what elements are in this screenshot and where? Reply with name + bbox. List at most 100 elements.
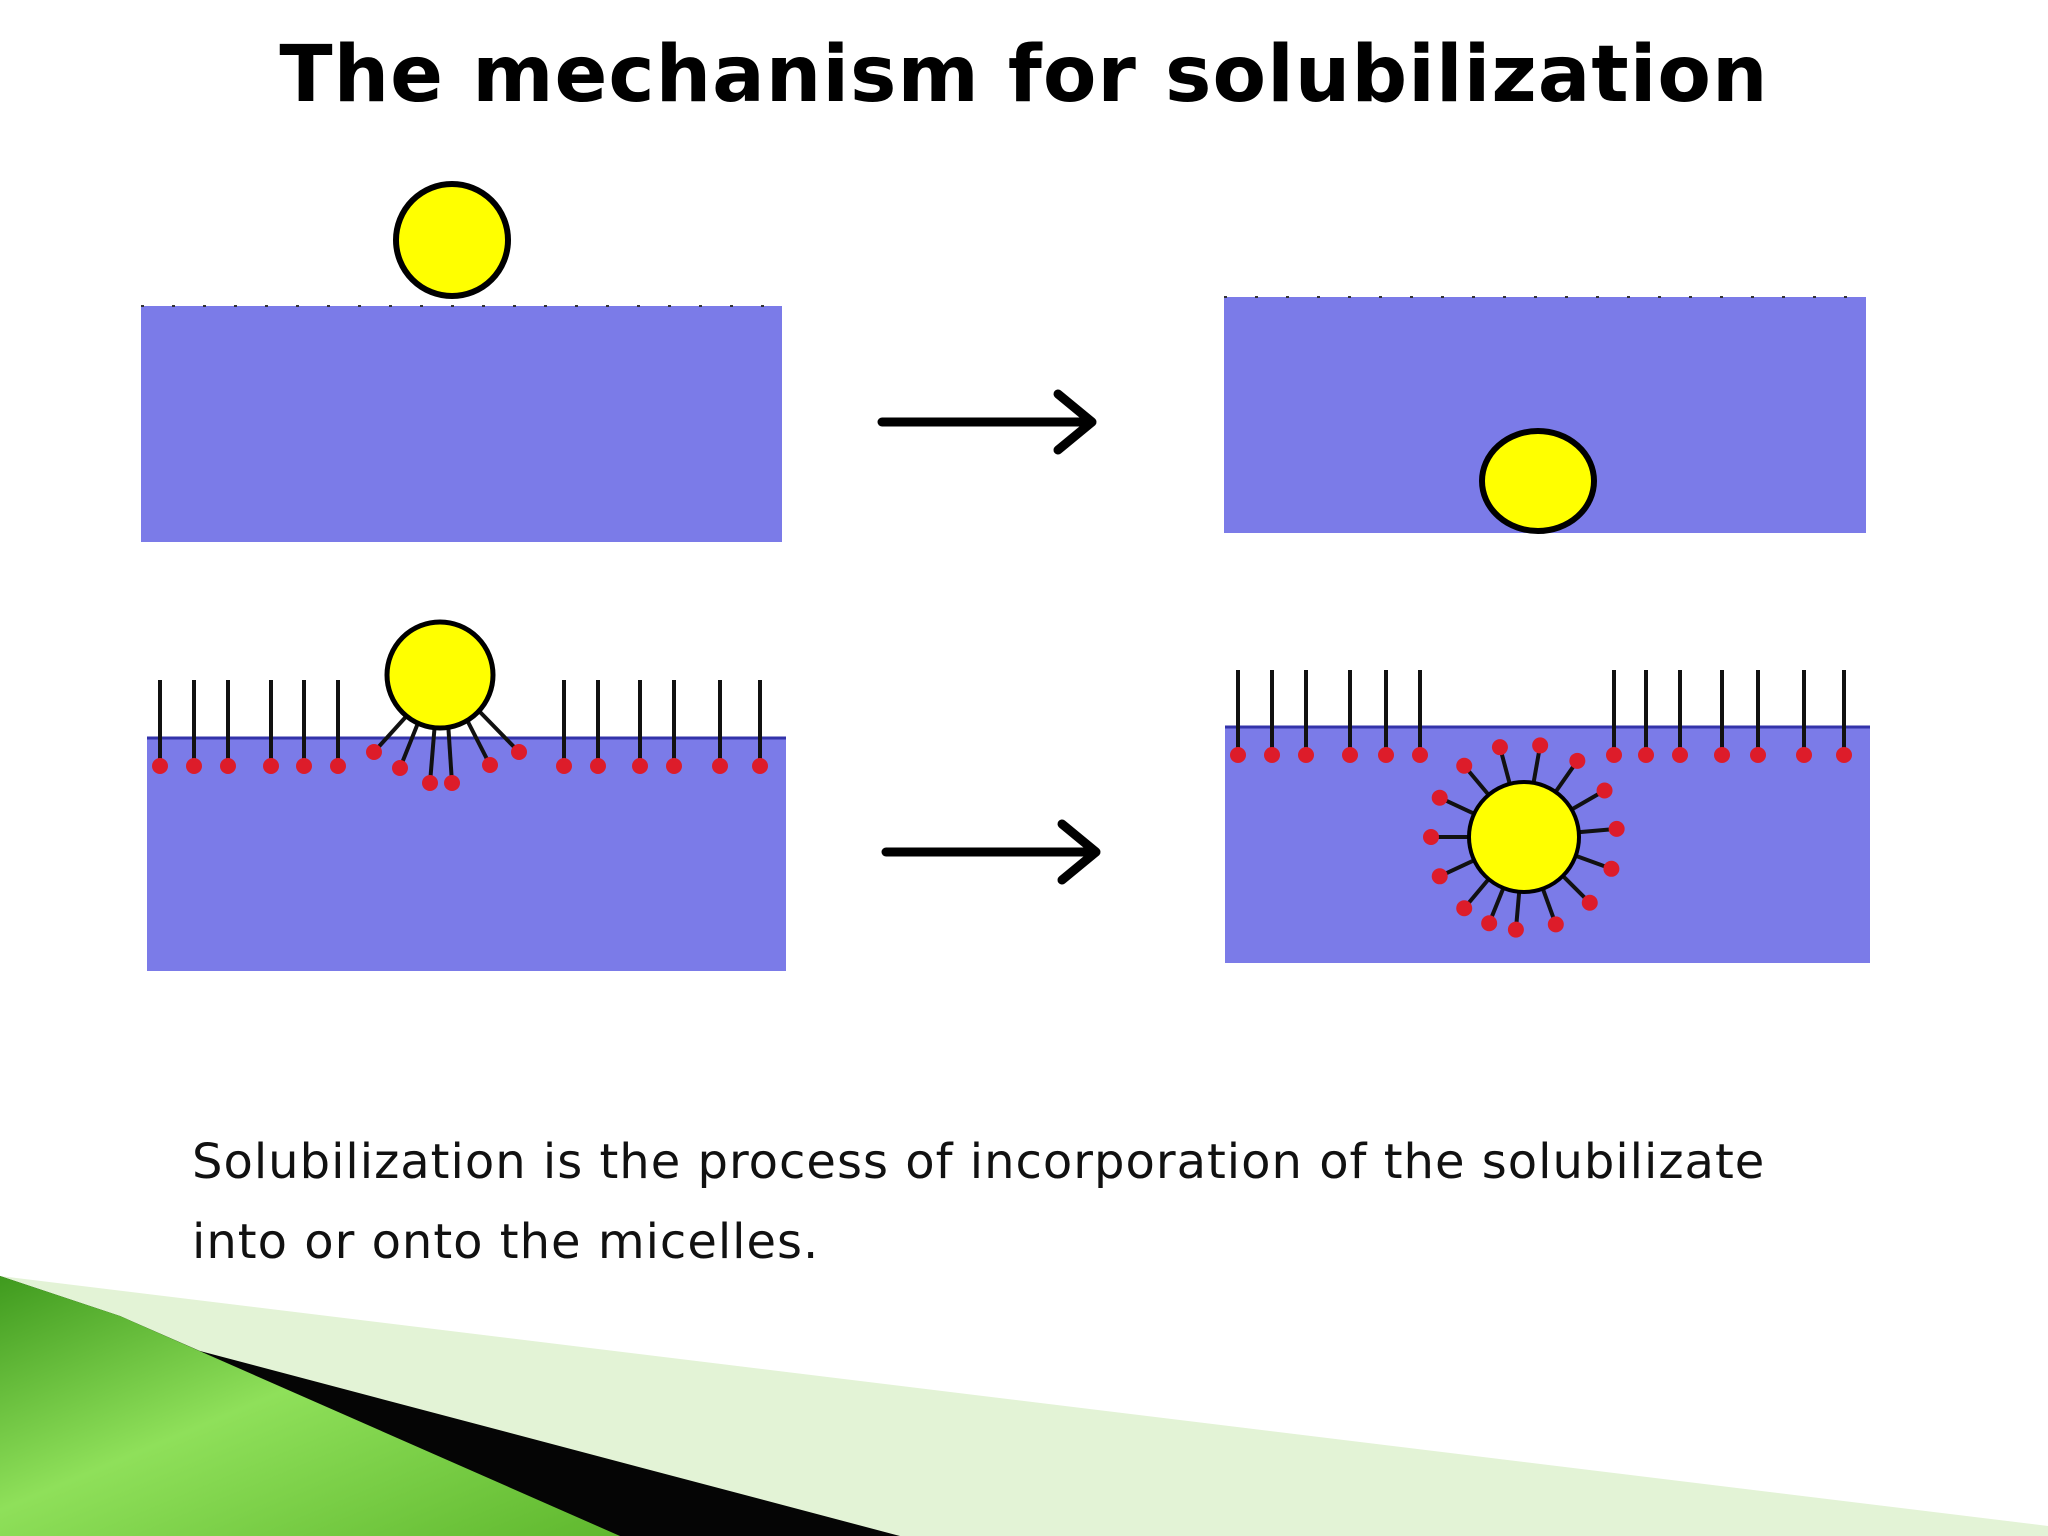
surfactant-head: [482, 757, 498, 773]
surfactant-tail: [464, 717, 492, 766]
surfactant-monolayer: [152, 680, 768, 774]
surfactant-molecule: [296, 680, 312, 774]
surfactant-head: [1264, 747, 1280, 763]
surfactant-molecule: [1750, 670, 1766, 763]
surfactant-head: [1507, 921, 1524, 938]
surfactant-head: [1456, 900, 1473, 917]
surfactant-head: [152, 758, 168, 774]
surfactant-head: [392, 760, 408, 776]
surfactant-head: [1547, 916, 1564, 933]
surfactant-head: [296, 758, 312, 774]
surfactant-head: [556, 758, 572, 774]
surfactant-tail: [428, 721, 437, 784]
surfactant-head: [1608, 820, 1625, 837]
footer-green-swoosh: [0, 1276, 620, 1536]
surfactant-head: [1836, 747, 1852, 763]
panel-no-surfactant-before: [141, 181, 782, 542]
surfactant-head: [632, 758, 648, 774]
surfactant-molecule: [1714, 670, 1730, 763]
surfactant-head: [1378, 747, 1394, 763]
surfactant-head: [444, 775, 460, 791]
surfactant-head: [1606, 747, 1622, 763]
surfactant-molecule: [556, 680, 572, 774]
water-box: [147, 738, 786, 971]
surfactant-molecule: [1342, 670, 1358, 763]
surfactant-molecule: [186, 680, 202, 774]
surfactant-molecule: [752, 680, 768, 774]
surfactant-head: [1342, 747, 1358, 763]
surfactant-molecule: [1412, 670, 1428, 763]
surfactant-head: [1714, 747, 1730, 763]
arrow-bottom: [881, 819, 1101, 885]
surfactant-head: [1456, 757, 1473, 774]
surfactant-molecule: [1796, 670, 1812, 763]
caption: Solubilization is the process of incorpo…: [192, 1122, 1892, 1282]
surfactant-head: [1750, 747, 1766, 763]
surfactant-molecule: [1638, 670, 1654, 763]
surfactant-molecule: [152, 680, 168, 774]
surfactant-head: [1672, 747, 1688, 763]
surfactant-molecule: [1264, 670, 1280, 763]
surfactant-molecule: [392, 717, 422, 776]
surfactant-molecule: [478, 710, 527, 760]
caption-line-1: Solubilization is the process of incorpo…: [192, 1134, 1766, 1190]
surfactant-head: [752, 758, 768, 774]
surfactant-head: [1638, 747, 1654, 763]
surfactant-tail: [398, 717, 422, 769]
surfactant-head: [1298, 747, 1314, 763]
surfactant-head: [186, 758, 202, 774]
micelle: [1423, 737, 1625, 938]
surfactant-molecule: [263, 680, 279, 774]
solubilizate-droplet: [393, 181, 511, 299]
surfactant-head: [263, 758, 279, 774]
surfactant-head: [1796, 747, 1812, 763]
surfactant-tail: [446, 721, 454, 784]
surfactant-head: [1491, 739, 1508, 756]
surfactant-head: [712, 758, 728, 774]
surfactant-molecule: [1230, 670, 1246, 763]
surfactant-molecule: [220, 680, 236, 774]
surfactant-molecule: [1378, 670, 1394, 763]
surfactant-molecule: [330, 680, 346, 774]
surfactant-head: [1412, 747, 1428, 763]
surfactant-molecule: [666, 680, 682, 774]
surfactant-head: [1603, 860, 1620, 877]
surfactant-monolayer: [1230, 670, 1852, 763]
surfactant-head: [220, 758, 236, 774]
surfactant-head: [1581, 894, 1598, 911]
surfactant-head: [590, 758, 606, 774]
slide-title: The mechanism for solubilization: [279, 30, 1769, 120]
footer-decoration: [0, 1276, 2048, 1536]
micelle-core-solubilizate: [1467, 780, 1581, 894]
arrow-top: [877, 389, 1097, 455]
surfactant-head: [366, 744, 382, 760]
surfactant-head: [511, 744, 527, 760]
panel-no-surfactant-after: [1224, 296, 1866, 534]
surfactant-head: [1481, 915, 1498, 932]
surfactant-head: [1423, 829, 1439, 845]
surfactant-head: [1569, 752, 1586, 769]
surfactant-molecule: [632, 680, 648, 774]
panel-surfactant-before: [147, 619, 786, 971]
surfactant-molecule: [1672, 670, 1688, 763]
caption-line-2: into or onto the micelles.: [192, 1214, 820, 1270]
solubilizate-droplet: [1479, 428, 1597, 534]
surfactant-head: [1230, 747, 1246, 763]
surfactant-molecule: [1298, 670, 1314, 763]
surfactant-tail: [478, 710, 521, 754]
surfactant-molecule: [422, 721, 438, 791]
surfactant-head: [1596, 782, 1613, 799]
surfactant-head: [1431, 789, 1448, 806]
surfactant-molecule: [1836, 670, 1852, 763]
panel-surfactant-after: [1225, 670, 1870, 963]
surfactant-molecule: [712, 680, 728, 774]
surfactant-head: [422, 775, 438, 791]
surfactant-molecule: [1606, 670, 1622, 763]
surfactant-head: [1532, 737, 1549, 754]
surfactant-molecule: [464, 717, 498, 773]
surfactant-head: [1431, 868, 1448, 885]
surfactant-head: [666, 758, 682, 774]
water-box: [141, 306, 782, 542]
solubilizate-droplet: [384, 619, 496, 731]
